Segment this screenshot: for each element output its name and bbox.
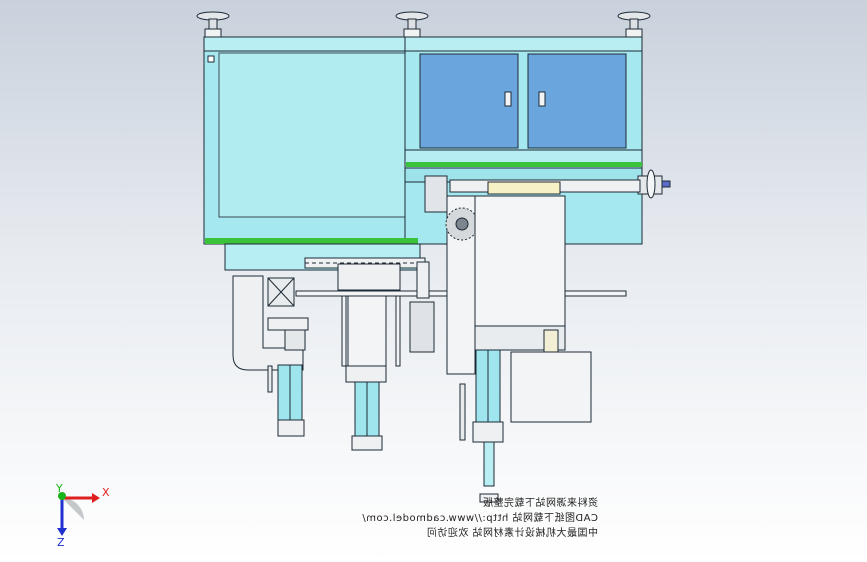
orientation-triad[interactable]: X Y Z <box>40 480 120 550</box>
axis-y-label: Y <box>56 482 63 495</box>
cabinet-top-rail <box>203 36 643 52</box>
leveling-foot-left <box>196 11 230 38</box>
cabinet-door-left[interactable] <box>419 53 519 149</box>
indicator-light <box>207 55 215 63</box>
green-trim-right <box>406 162 642 167</box>
leveling-foot-right <box>617 11 651 38</box>
green-trim-left <box>205 238 418 244</box>
axis-z-label: Z <box>57 536 65 549</box>
slide-block <box>487 181 561 195</box>
drive-housing <box>474 195 566 327</box>
handwheel-icon[interactable] <box>637 169 671 199</box>
leveling-foot-middle <box>395 11 429 38</box>
pump-box <box>510 351 592 423</box>
left-panel <box>218 52 406 218</box>
door-handle-right[interactable] <box>538 91 546 107</box>
watermark-line: 资料来源网站下载完整版 <box>482 498 599 509</box>
axis-x-label: X <box>102 486 110 499</box>
door-handle-left[interactable] <box>504 91 512 107</box>
axis-triad-icon <box>57 492 100 536</box>
watermark-line: 中国最大机械设计素材网站 欢迎访问 <box>426 528 598 539</box>
watermark-line: CAD图纸下载网站 http://www.cadmodel.com/ <box>361 513 598 524</box>
watermark-text: 资料来源网站下载完整版 CAD图纸下载网站 http://www.cadmode… <box>338 496 598 541</box>
